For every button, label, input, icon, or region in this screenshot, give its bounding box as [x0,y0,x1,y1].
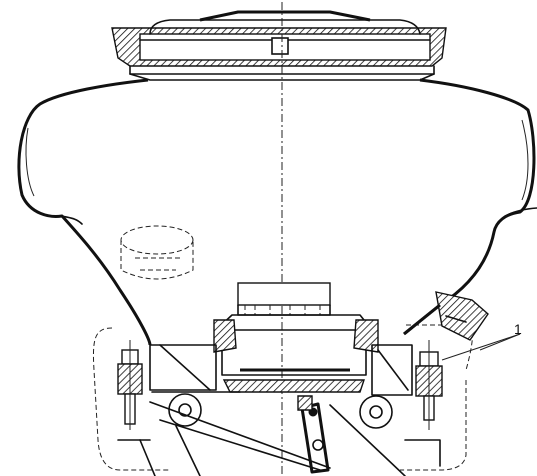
right-frame [329,324,473,476]
callout-1: 1 [441,321,522,361]
hopper-cap [111,10,447,81]
hidden-cylinder [120,225,194,280]
central-housing [213,282,379,393]
left-frame [93,327,331,476]
outlet-spout [403,291,489,341]
lever-arm [297,395,330,474]
callout-label-1: 1 [514,321,522,337]
